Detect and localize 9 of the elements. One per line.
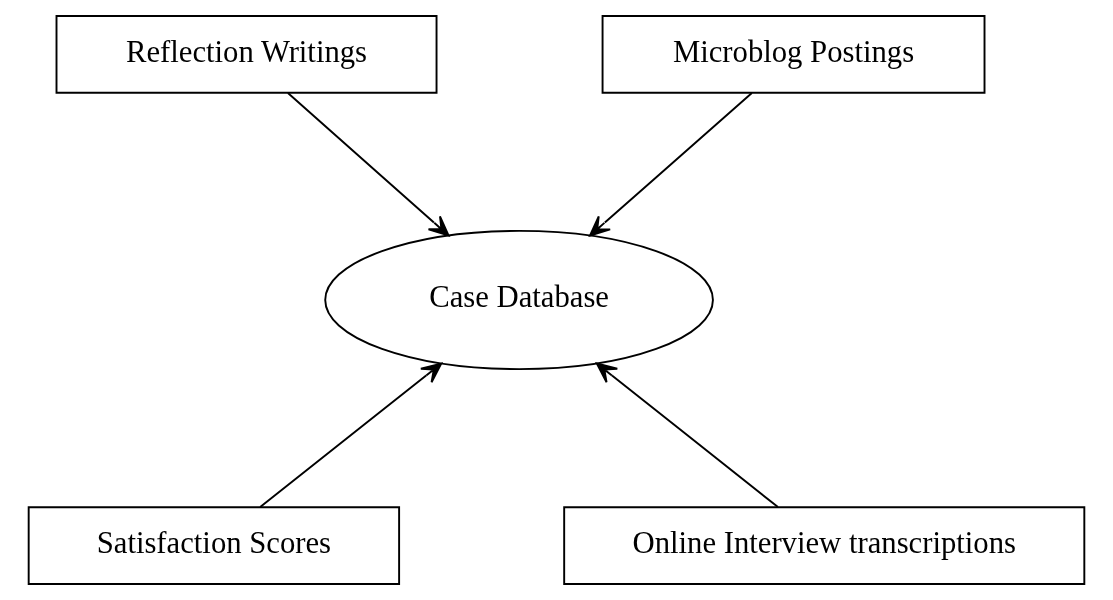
arrow [286, 92, 450, 237]
arrow [589, 92, 753, 237]
node-box: Microblog Postings [601, 15, 986, 94]
node-box: Reflection Writings [55, 15, 438, 94]
node-box: Online Interview transcriptions [563, 506, 1086, 585]
arrow [259, 362, 443, 508]
arrow [595, 362, 779, 508]
node-ellipse: Case Database [324, 229, 714, 371]
node-box: Satisfaction Scores [27, 506, 401, 585]
